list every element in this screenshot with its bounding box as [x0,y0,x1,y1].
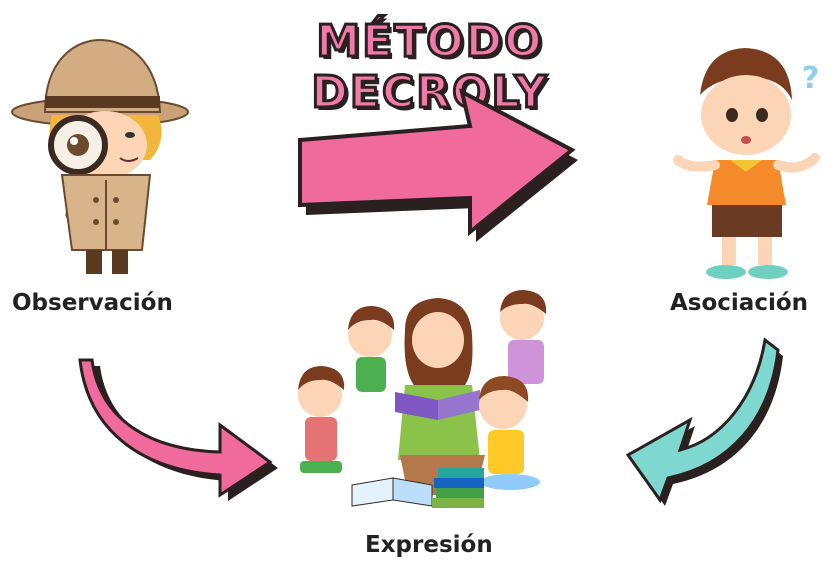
detective-child-with-magnifier-icon [11,38,189,274]
step-expresion-label: Expresión [365,532,493,558]
teacher-reading-with-children-icon [298,290,547,508]
arrow-asociacion-to-expresion [625,337,783,506]
step-observacion-label: Observación [12,290,173,316]
svg-text:?: ? [802,61,819,96]
arrow-observacion-to-expresion [78,358,278,501]
arrow-observacion-to-asociacion [298,88,578,242]
diagram-title: MÉTODO DECROLY [310,15,549,120]
confused-child-shrugging-icon: ? [673,48,820,279]
step-asociacion-label: Asociación [670,290,809,316]
